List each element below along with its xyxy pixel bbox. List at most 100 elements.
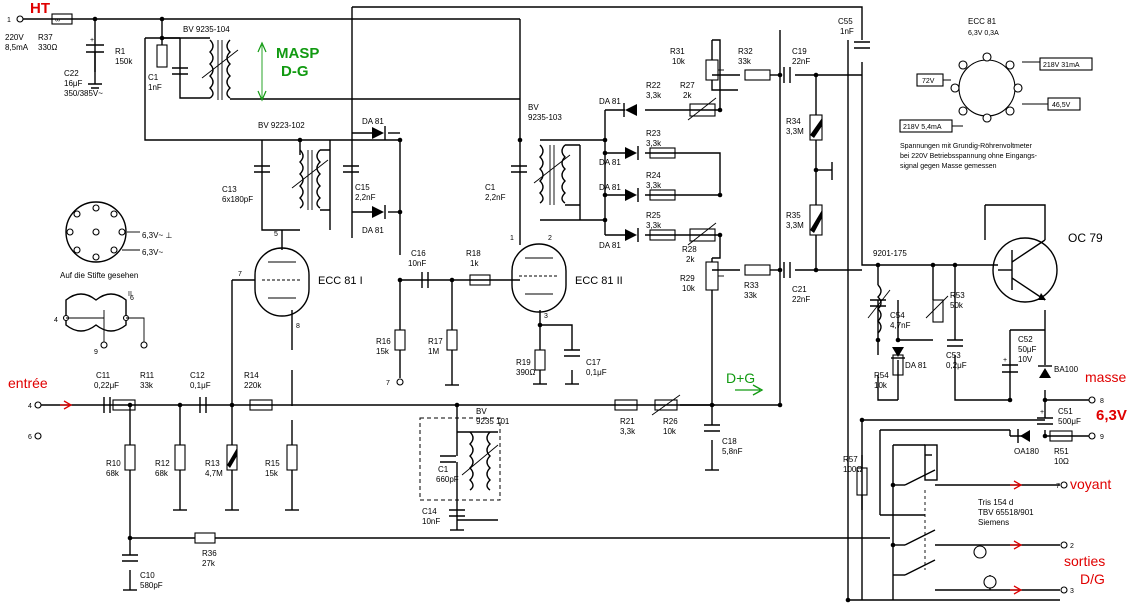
c14-label: C14 [422,507,437,516]
term-3: 3 [1070,588,1074,595]
pin-2: 2 [548,235,552,242]
ecc2-label: ECC 81 II [575,275,623,287]
r51-value: 10Ω [1054,457,1069,466]
resistor-r31 [705,59,719,81]
r27-value: 2k [683,91,692,100]
r32-value: 33k [738,57,752,66]
c21-value: 22nF [792,295,810,304]
resistor-r53 [932,299,944,323]
t101b-label: 9235 101 [476,417,510,426]
resistors: ∞ [51,13,1073,544]
c10-label: C10 [140,571,155,580]
r24-value: 3,3k [646,181,662,190]
r33-value: 33k [744,291,758,300]
c11-label: C11 [96,371,111,380]
r23-label: R23 [646,129,661,138]
resistor-r24 [649,189,676,201]
terminal-2 [1060,541,1068,549]
r15-label: R15 [265,459,280,468]
r54-value: 10k [874,381,888,390]
resistor-r29 [705,261,719,291]
v63-label: 6,3V [1096,407,1127,424]
capacitor-c1-mid [511,165,527,173]
r13-value: 4,7M [205,469,223,478]
tube-ecc81-2 [511,243,567,313]
c17-label: C17 [586,358,601,367]
sorties-label: sorties [1064,553,1105,569]
c1a-label: C1 [148,73,159,82]
resistor-r15 [286,444,298,471]
c51-value: 500μF [1058,417,1081,426]
c1b-label: C1 [485,183,496,192]
ecc-pinout-title: ECC 81 [968,17,997,26]
transformers [201,39,891,501]
resistor-r35 [809,204,823,236]
r53-label: R53 [950,291,965,300]
t101-box [419,417,501,501]
r37-label: R37 [38,33,53,42]
c12-value: 0,1μF [190,381,211,390]
r34-value: 3,3M [786,127,804,136]
switch-out-3 [904,559,936,576]
r36-label: R36 [202,549,217,558]
terminal-7-left [396,378,404,386]
r28-value: 2k [686,255,695,264]
note-3: signal gegen Masse gemessen [900,163,997,170]
r25-value: 3,3k [646,221,662,230]
term-7a: 7 [386,380,390,387]
capacitor-c16 [421,272,429,288]
tube-ecc81-1 [254,247,310,317]
switch-voyant [904,469,936,486]
capacitor-c1-top [172,67,188,75]
c55-value: 1nF [840,27,854,36]
r36-value: 27k [202,559,216,568]
r16-value: 15k [376,347,390,356]
socket-diagram [62,201,148,349]
c52-rating: 10V [1018,355,1033,364]
v72: 72V [922,78,935,85]
r11-value: 33k [140,381,154,390]
c10-value: 580pF [140,581,163,590]
r33-label: R33 [744,281,759,290]
terminal-8 [1088,396,1096,404]
r10-value: 68k [106,469,120,478]
resistor-r10 [124,444,136,471]
term-7b: 7 [1056,483,1060,490]
term-4: 4 [28,403,32,410]
r51-label: R51 [1054,447,1069,456]
c19-value: 22nF [792,57,810,66]
r27-label: R27 [680,81,695,90]
ecc1-label: ECC 81 I [318,275,363,287]
r31-value: 10k [672,57,686,66]
relay-l1: Tris 154 d [978,498,1013,507]
capacitor-c15 [343,165,359,173]
pin-5: 5 [274,231,278,238]
r35-value: 3,3M [786,221,804,230]
r28-label: R28 [682,245,697,254]
c15-label: C15 [355,183,370,192]
r19-label: R19 [516,358,531,367]
pin-8: 8 [296,323,300,330]
t175-label: 9201-175 [873,249,907,258]
r11-label: R11 [140,371,155,380]
terminals [16,15,1096,594]
da1-label: DA 81 [362,117,384,126]
resistor-r28 [689,228,716,242]
c13-label: C13 [222,185,237,194]
r18-value: 1k [470,259,479,268]
masse-label: masse [1085,369,1126,385]
resistor-r21 [614,399,638,411]
relay [904,444,997,589]
oc79-label: OC 79 [1068,231,1103,245]
relay-l3: Siemens [978,518,1009,527]
r37-value: 330Ω [38,43,57,52]
resistor-r19 [534,349,546,371]
resistor-r13 [226,444,238,471]
r29-value: 10k [682,284,696,293]
r22-label: R22 [646,81,661,90]
c11-value: 0,22μF [94,381,119,390]
r29-label: R29 [680,274,695,283]
resistor-r32 [744,69,771,81]
resistor-r12 [174,444,186,471]
